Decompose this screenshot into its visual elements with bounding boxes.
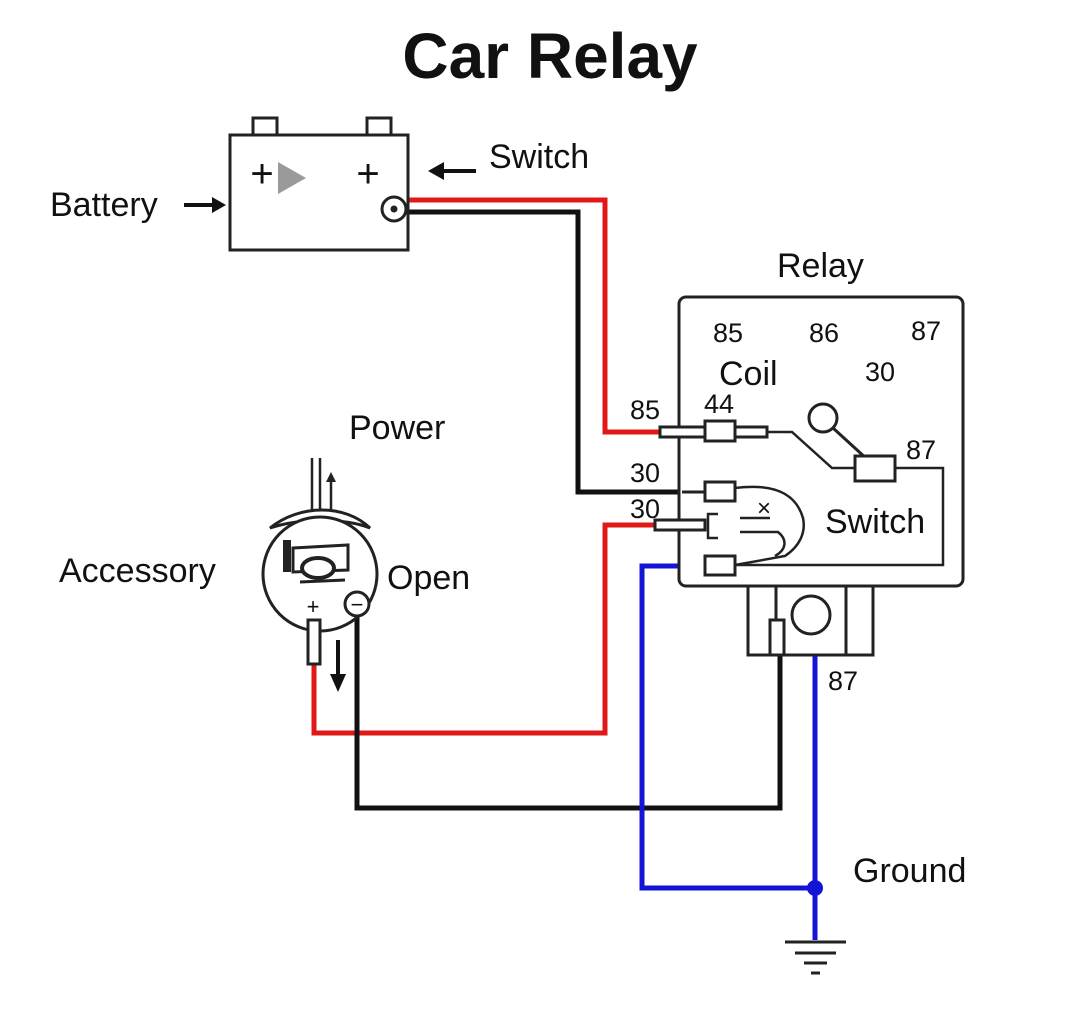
- relay-switch-label: Switch: [825, 503, 925, 541]
- switch-contact-arc: [734, 485, 805, 567]
- accessory-minus-sign: −: [351, 592, 364, 617]
- switch-pointer-arrowhead: [428, 162, 444, 180]
- battery: + +: [228, 116, 410, 252]
- horn-base-line: [299, 578, 346, 584]
- ground-label: Ground: [853, 852, 966, 890]
- relay-pin-87-top: 87: [911, 316, 941, 346]
- wires: [311, 197, 818, 940]
- relay-pin-85-top: 85: [713, 318, 743, 348]
- red-wire-battery-to-85: [408, 197, 660, 435]
- relay-label: Relay: [777, 247, 864, 285]
- black-wire-battery-to-30: [408, 209, 682, 495]
- pin-87-loop-wire: [735, 466, 945, 567]
- relay-pin-87-right: 87: [906, 435, 936, 465]
- relay-pin-85-wire-label: 85: [630, 395, 660, 425]
- power-label: Power: [349, 409, 445, 447]
- pin-30-plug-b: [653, 518, 707, 532]
- relay-pin-87-bottom: 87: [828, 666, 858, 696]
- relay-pin-30-wire-label-a: 30: [630, 458, 660, 488]
- battery-arrow-icon: [278, 162, 306, 194]
- horn-bell-bar: [283, 540, 291, 572]
- battery-label: Battery: [50, 186, 158, 224]
- ground-pin-connector: [703, 554, 737, 577]
- battery-terminal-post-dot: [390, 205, 398, 213]
- relay-plug-slot: [768, 618, 786, 657]
- battery-terminal-left: [251, 116, 279, 137]
- battery-terminal-right: [365, 116, 393, 137]
- pin-30-connector-a: [703, 480, 737, 503]
- switch-pivot-circle: [807, 402, 839, 434]
- pin-87-contact: [853, 454, 897, 483]
- relay-coil-label: Coil: [719, 355, 778, 393]
- switch-x-mark: ×: [757, 495, 771, 522]
- coil-plug: [733, 425, 769, 439]
- pin-30-bracket-b: [706, 512, 718, 540]
- down-arrowhead: [330, 674, 346, 692]
- relay-pin-86-top: 86: [809, 318, 839, 348]
- relay-pin-30-inner: 30: [865, 357, 895, 387]
- ground-symbol-icon: [785, 940, 846, 975]
- battery-plus-right: +: [356, 152, 379, 196]
- accessory-plus-terminal: +: [307, 594, 320, 619]
- black-wire-accessory-to-relay: [354, 612, 783, 811]
- power-feed-lines: [310, 458, 336, 515]
- red-wire-accessory-to-30: [311, 522, 655, 736]
- power-arrowhead: [326, 472, 336, 482]
- switch-lever-line: [767, 430, 855, 470]
- open-label: Open: [387, 559, 470, 597]
- accessory-minus-terminal: [343, 590, 371, 618]
- relay-plug-hole: [790, 594, 832, 636]
- battery-pointer-arrowhead: [212, 197, 226, 213]
- accessory-label: Accessory: [59, 552, 216, 590]
- diagram-title: Car Relay: [402, 20, 698, 92]
- pin-85-plug: [658, 425, 707, 439]
- switch-top-label: Switch: [489, 138, 589, 176]
- blue-wire-relay-to-ground: [639, 563, 815, 891]
- accessory-plus-lead: [306, 618, 322, 666]
- horn-mouth: [300, 556, 336, 580]
- accessory-horn: + −: [261, 508, 379, 666]
- battery-plus-left: +: [250, 152, 273, 196]
- battery-body: [228, 133, 410, 252]
- ground-junction-dot: [807, 880, 823, 896]
- relay: 85 86 87 Coil 30 85 44 87 30 × Switch 30: [630, 295, 965, 588]
- relay-bottom-plug: [746, 584, 875, 657]
- coil-connector: [703, 419, 737, 443]
- relay-coil-44-label: 44: [704, 389, 734, 419]
- switch-contact-arc-inner: [740, 516, 786, 558]
